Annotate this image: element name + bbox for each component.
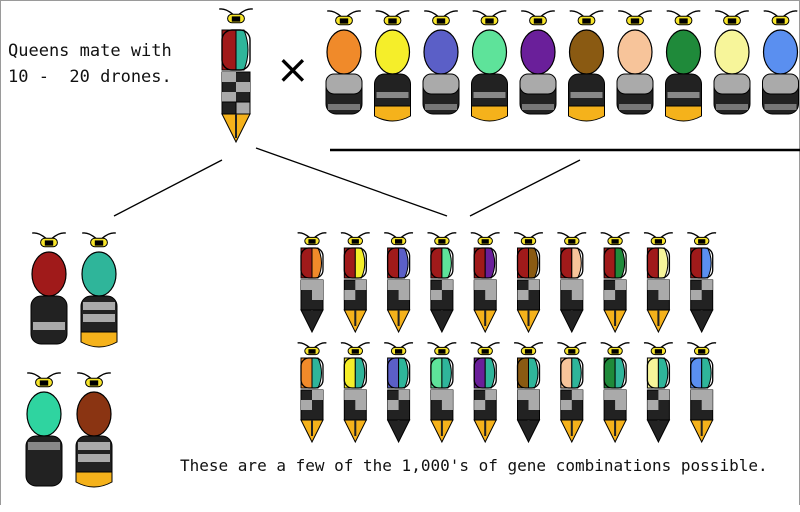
worker-row2-5 [470, 342, 500, 444]
drone-5 [519, 10, 557, 115]
queens-caption-line1: Queens mate with [8, 41, 172, 61]
worker-row1-2 [340, 232, 370, 334]
worker-row1-4 [427, 232, 457, 334]
drone-2 [374, 10, 411, 122]
left-offspring-2 [80, 232, 118, 348]
worker-row1-6 [513, 232, 544, 334]
worker-row1-8 [600, 232, 630, 334]
drone-4 [471, 10, 508, 122]
drone-1 [325, 10, 363, 115]
line-drones-to-workers [469, 159, 581, 217]
left-offspring-3 [25, 372, 63, 487]
worker-row1-5 [470, 232, 500, 334]
bottom-caption: These are a few of the 1,000's of gene c… [180, 456, 768, 475]
queens-caption-line2: 10 - 20 drones. [8, 67, 172, 87]
line-queen-to-workers [255, 147, 448, 217]
drone-6 [568, 10, 605, 122]
worker-row1-10 [687, 232, 717, 334]
worker-row2-6 [513, 342, 544, 444]
worker-row2-10 [687, 342, 717, 444]
worker-row2-7 [557, 342, 587, 444]
left-offspring-1 [30, 232, 68, 345]
worker-row1-1 [297, 232, 327, 334]
drone-10 [762, 10, 799, 115]
worker-row1-9 [643, 232, 673, 334]
worker-row1-7 [557, 232, 587, 334]
drone-7 [616, 10, 654, 115]
drone-8 [665, 10, 702, 122]
drone-3 [422, 10, 460, 115]
worker-row2-9 [643, 342, 673, 444]
worker-row2-8 [600, 342, 630, 444]
left-offspring-4 [75, 372, 113, 488]
line-queen-to-left [113, 159, 223, 217]
worker-row2-1 [297, 342, 327, 444]
drone-9 [713, 10, 751, 115]
queen-bee [219, 8, 253, 144]
worker-row1-3 [384, 232, 414, 334]
worker-row2-2 [340, 342, 370, 444]
queens-caption: Queens mate with 10 - 20 drones. [8, 38, 172, 90]
worker-row2-3 [384, 342, 414, 444]
worker-row2-4 [427, 342, 457, 444]
cross-symbol: × [276, 47, 310, 93]
